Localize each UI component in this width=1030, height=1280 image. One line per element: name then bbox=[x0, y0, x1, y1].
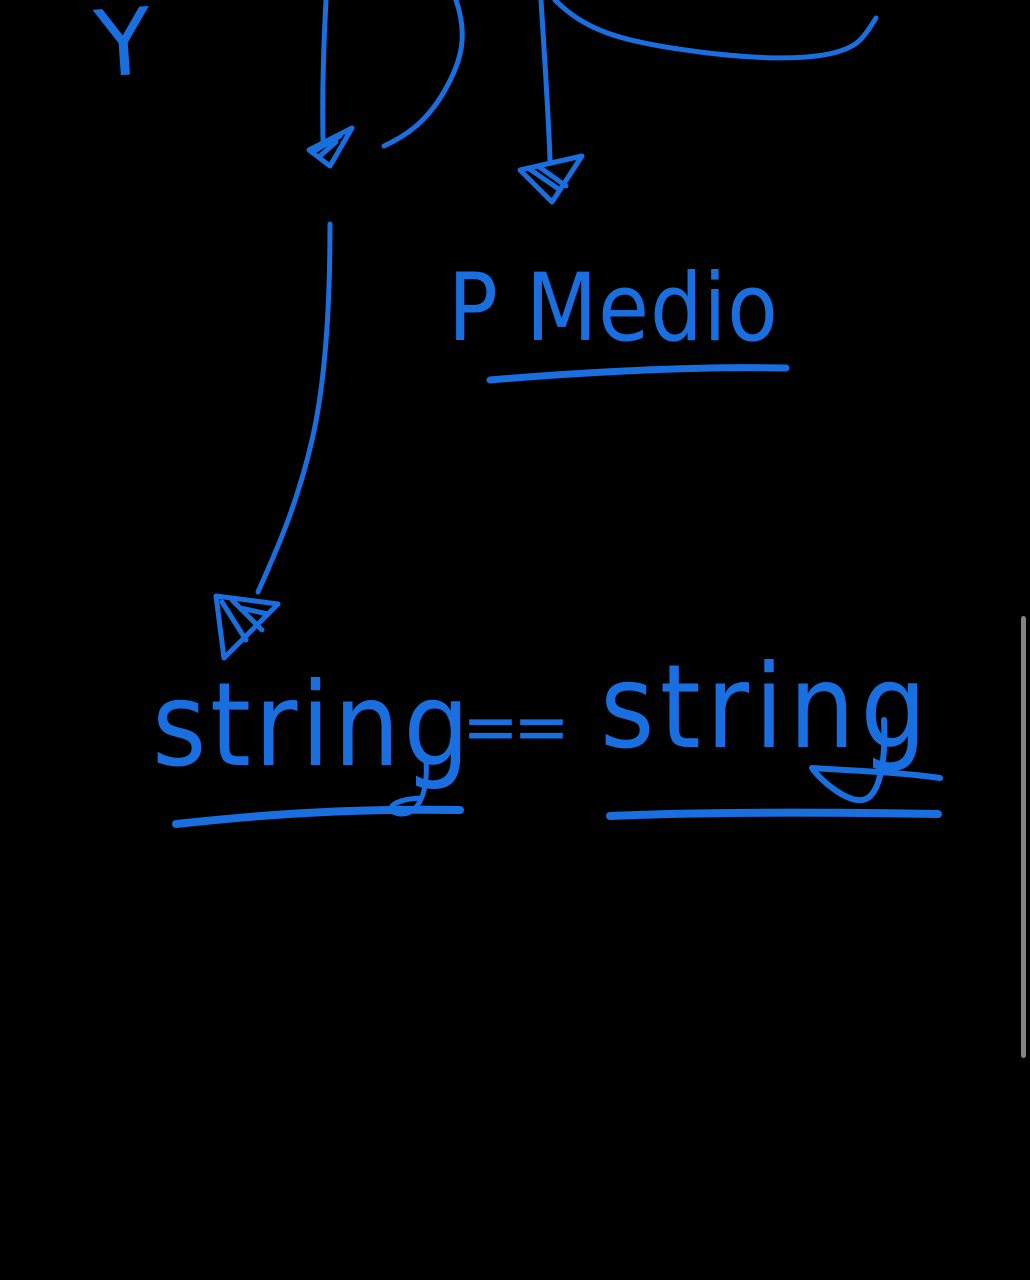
long-arrow-stroke bbox=[255, 221, 333, 595]
arrowhead-middle bbox=[517, 153, 585, 205]
handwritten-string-right: string bbox=[600, 640, 933, 775]
underline-string-left bbox=[172, 805, 464, 828]
vertical-scrollbar[interactable] bbox=[1021, 616, 1026, 1058]
underline-pmedio bbox=[486, 364, 790, 384]
g-tail-right bbox=[809, 717, 943, 804]
handwritten-letter-y: Y bbox=[91, 0, 155, 99]
arrowhead-bottom bbox=[213, 593, 281, 661]
g-loop-left bbox=[388, 757, 429, 817]
arrow-stroke-middle bbox=[538, 0, 553, 163]
curve-stroke bbox=[381, 0, 465, 149]
arrowhead-left bbox=[306, 125, 355, 169]
handwritten-string-left: string bbox=[152, 658, 474, 793]
underline-string-right bbox=[606, 808, 942, 820]
top-right-curve bbox=[552, 0, 879, 61]
handwritten-p-medio: P Medio bbox=[448, 254, 779, 363]
arrow-stroke-left bbox=[320, 0, 329, 143]
handwritten-equals: == bbox=[462, 688, 570, 767]
